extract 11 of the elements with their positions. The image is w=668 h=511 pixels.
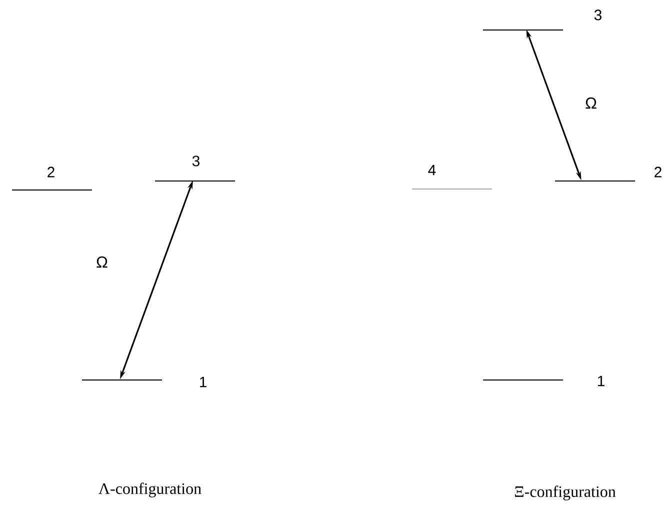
level-number: 2 — [654, 166, 662, 178]
edge-label: Ω — [96, 256, 108, 268]
level-number: 4 — [428, 164, 436, 176]
caption: Λ-configuration — [98, 482, 202, 498]
level-number: 3 — [192, 156, 200, 166]
level-number: 2 — [48, 166, 54, 178]
caption: Ξ-configuration — [514, 486, 616, 500]
edge-label: Ω — [586, 97, 596, 109]
level-number: 1 — [598, 376, 604, 386]
level-number: 1 — [200, 376, 206, 388]
level-number: 3 — [594, 10, 602, 20]
